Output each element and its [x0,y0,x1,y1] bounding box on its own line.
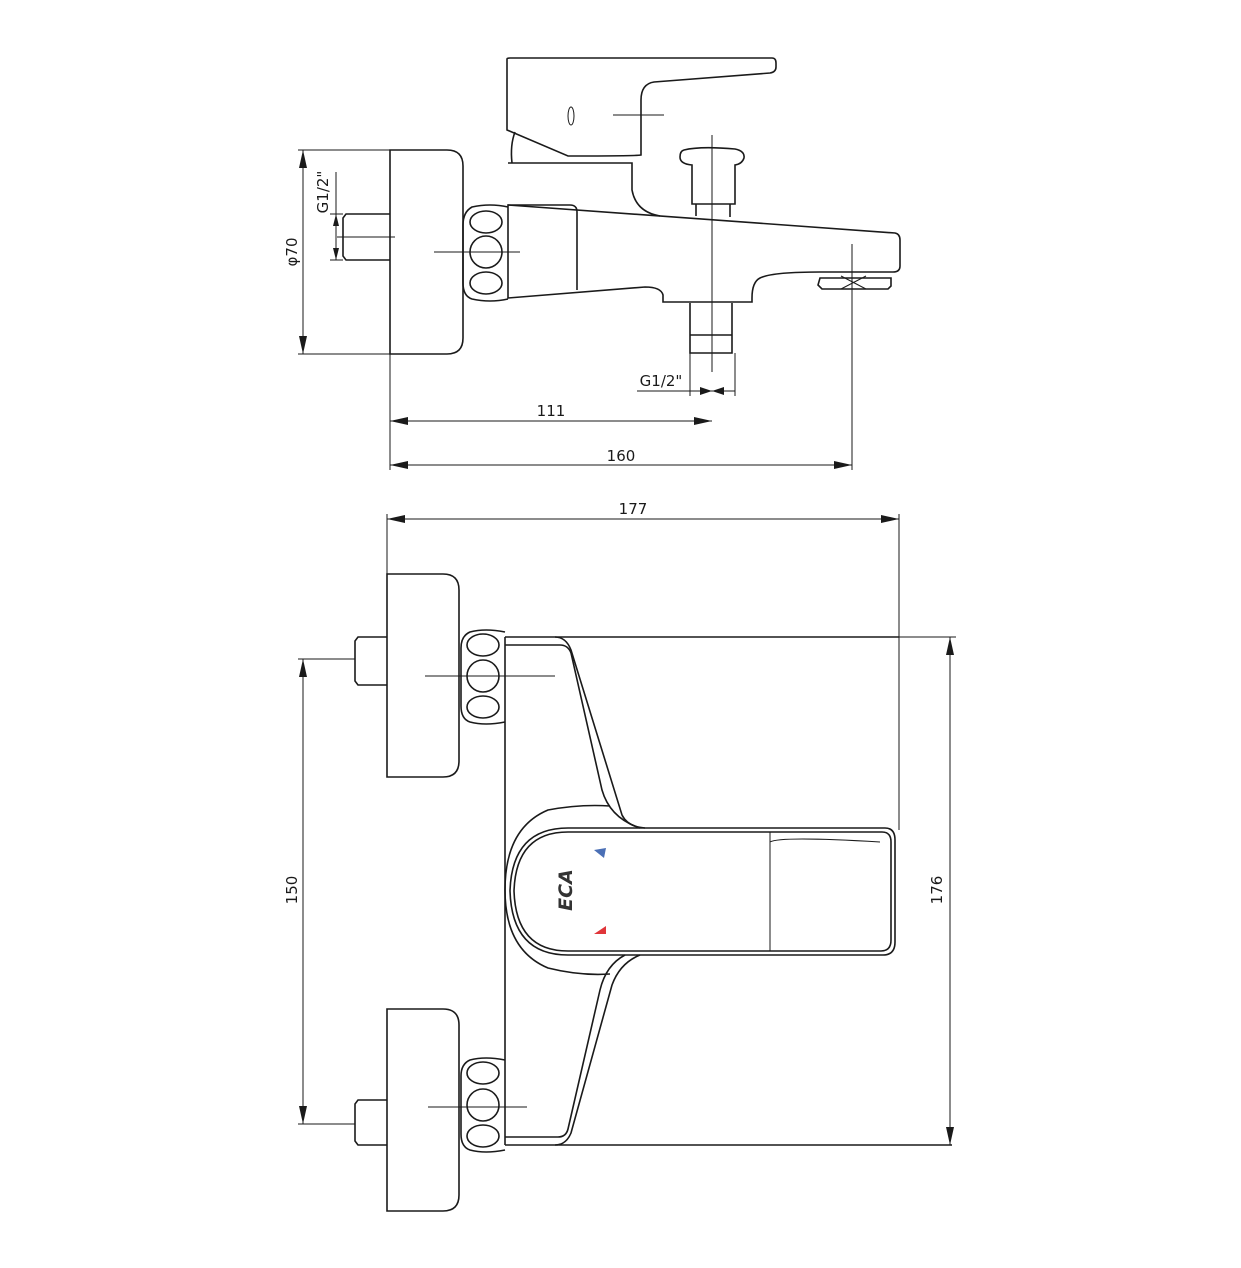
mixer-body: ECA [504,636,952,1146]
connector-nut [462,204,509,302]
dimension-160-label: 160 [607,447,636,465]
dimension-111-label: 111 [537,402,566,420]
logo-text: ECA [555,869,577,911]
outlet-thread-label: G1/2" [640,372,683,390]
side-view: φ70 G1/2" G1/2" 111 [283,57,901,470]
dimension-177-label: 177 [619,500,648,518]
wall-flange [389,149,464,355]
diverter-knob [679,146,745,205]
lever-top [509,827,896,956]
dimension-176: 176 [899,636,956,1145]
upper-inlet [354,573,555,778]
dimension-176-label: 176 [928,876,946,905]
dimension-160: 160 [390,447,852,469]
shower-outlet [689,303,733,354]
eca-logo: ECA [555,869,577,911]
lower-inlet [354,1008,527,1212]
dimension-inlet-thread: G1/2" [314,171,343,261]
cold-indicator-icon [594,848,606,858]
spout [507,204,901,303]
aerator [817,277,892,290]
lever-handle [506,57,777,157]
dimension-outlet-thread: G1/2" [637,353,736,396]
dimension-111: 111 [389,354,712,470]
dimension-177: 177 [386,500,900,830]
top-view: 177 [283,500,956,1212]
valve-body [508,162,661,217]
diameter-label: φ70 [283,238,301,267]
hot-indicator-icon [594,926,606,934]
dimension-diameter: φ70 [283,149,390,355]
inlet-thread-label: G1/2" [314,171,332,214]
dimension-150-label: 150 [283,876,301,905]
dimension-150: 150 [283,658,355,1125]
